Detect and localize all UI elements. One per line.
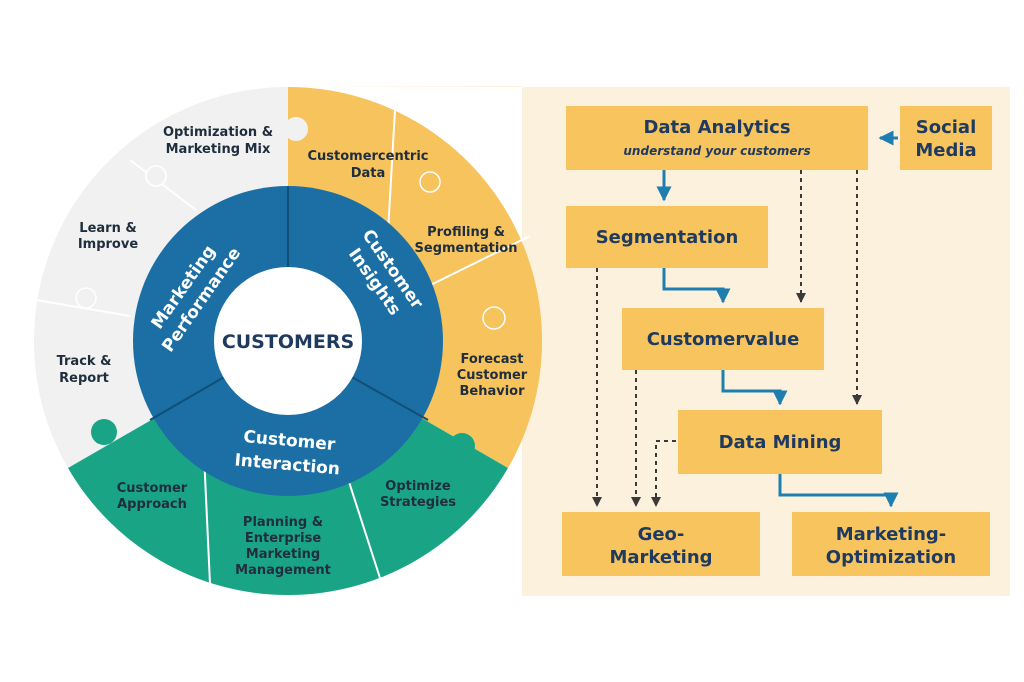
svg-text:understand your customers: understand your customers bbox=[623, 144, 810, 158]
dash-datamining-to-geo bbox=[651, 440, 676, 507]
puzzle-knob-right bbox=[449, 433, 475, 459]
puzzle-knob-left bbox=[91, 419, 117, 445]
segment-forecast: Forecast Customer Behavior bbox=[457, 352, 528, 399]
segment-learn: Learn & Improve bbox=[78, 221, 139, 252]
center-label: CUSTOMERS bbox=[222, 331, 354, 353]
segment-planning: Planning & Enterprise Marketing Manageme… bbox=[235, 515, 331, 578]
center-circle bbox=[214, 267, 362, 415]
svg-text:Marketing-: Marketing- bbox=[836, 524, 947, 545]
segment-track: Track & Report bbox=[57, 354, 112, 386]
svg-text:Planning &: Planning & bbox=[243, 515, 323, 530]
svg-text:Learn &: Learn & bbox=[79, 221, 136, 236]
segment-profiling: Profiling & Segmentation bbox=[415, 225, 518, 256]
svg-text:Marketing: Marketing bbox=[609, 547, 712, 568]
svg-text:Track &: Track & bbox=[57, 354, 112, 369]
svg-text:Segmentation: Segmentation bbox=[415, 241, 518, 256]
box-customervalue: Customervalue bbox=[622, 308, 824, 370]
puzzle-knob-gray bbox=[75, 287, 97, 309]
segment-optimization: Optimization & Marketing Mix bbox=[163, 125, 273, 157]
svg-text:Optimize: Optimize bbox=[385, 479, 451, 494]
solid-arrows bbox=[656, 130, 899, 508]
puzzle-knob-gray2 bbox=[145, 165, 167, 187]
svg-text:Forecast: Forecast bbox=[461, 352, 524, 367]
svg-text:Segmentation: Segmentation bbox=[596, 227, 739, 248]
svg-text:Report: Report bbox=[59, 371, 109, 386]
svg-text:Optimization: Optimization bbox=[826, 547, 956, 568]
box-data-analytics: Data Analytics understand your customers bbox=[566, 106, 868, 170]
svg-text:Approach: Approach bbox=[117, 497, 187, 512]
arrow-customervalue-to-datamining bbox=[721, 370, 788, 406]
svg-text:Profiling &: Profiling & bbox=[427, 225, 505, 240]
svg-text:Customer: Customer bbox=[457, 368, 528, 383]
arrow-datamining-to-optimization bbox=[778, 474, 899, 508]
svg-text:Marketing Mix: Marketing Mix bbox=[166, 142, 271, 157]
puzzle-knob-yellow bbox=[482, 306, 506, 330]
svg-text:Customer: Customer bbox=[117, 481, 188, 496]
box-geo-marketing: Geo- Marketing bbox=[562, 512, 760, 576]
svg-text:Customervalue: Customervalue bbox=[647, 329, 800, 350]
box-segmentation: Segmentation bbox=[566, 206, 768, 268]
segment-customercentric: Customercentric Data bbox=[307, 149, 428, 181]
svg-text:Enterprise: Enterprise bbox=[245, 531, 321, 546]
box-marketing-optimization: Marketing- Optimization bbox=[792, 512, 990, 576]
svg-text:Data Analytics: Data Analytics bbox=[643, 117, 790, 138]
svg-text:Optimization &: Optimization & bbox=[163, 125, 273, 140]
svg-text:Marketing: Marketing bbox=[246, 547, 320, 562]
puzzle-knob-top bbox=[284, 117, 308, 141]
svg-text:Media: Media bbox=[915, 140, 976, 161]
segment-optimize: Optimize Strategies bbox=[380, 479, 456, 510]
dashed-arrows bbox=[592, 170, 862, 507]
svg-text:Improve: Improve bbox=[78, 237, 139, 252]
segment-approach: Customer Approach bbox=[117, 481, 188, 512]
arrow-segmentation-to-customervalue bbox=[662, 268, 731, 304]
svg-text:Behavior: Behavior bbox=[459, 384, 525, 399]
svg-text:Social: Social bbox=[916, 117, 977, 138]
puzzle-knob-yellow2 bbox=[419, 171, 441, 193]
box-data-mining: Data Mining bbox=[678, 410, 882, 474]
svg-text:Geo-: Geo- bbox=[638, 524, 685, 545]
svg-text:Data Mining: Data Mining bbox=[719, 432, 842, 453]
svg-text:Customercentric: Customercentric bbox=[307, 149, 428, 164]
svg-text:Management: Management bbox=[235, 563, 331, 578]
svg-text:Data: Data bbox=[351, 166, 386, 181]
box-social-media: Social Media bbox=[900, 106, 992, 170]
svg-text:Strategies: Strategies bbox=[380, 495, 456, 510]
